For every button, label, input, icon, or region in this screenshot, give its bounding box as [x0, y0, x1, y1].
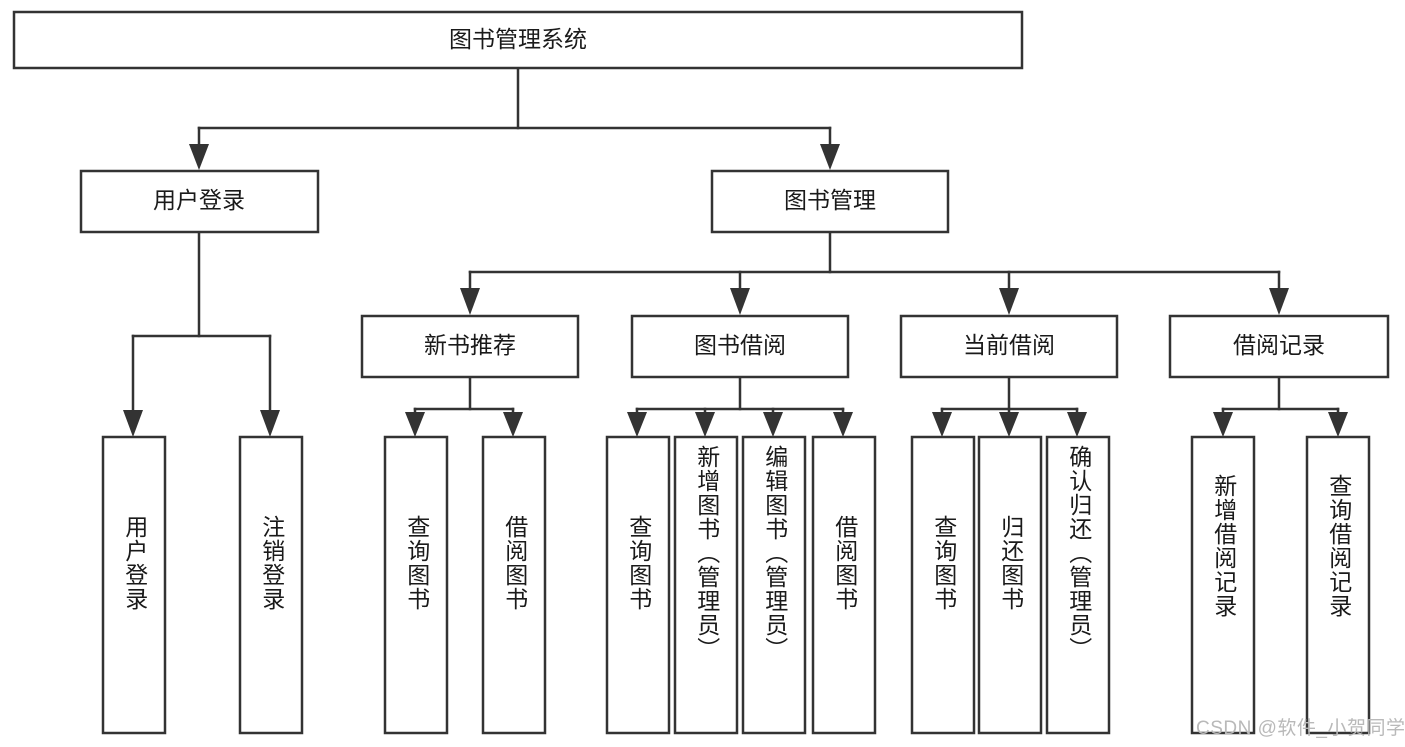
arrow-current-to-leaf1: [932, 412, 952, 437]
arrow-current-to-leaf3: [1067, 412, 1087, 437]
arrow-bookmgmt-to-record: [1269, 288, 1289, 315]
node-borrow-record-label: 借阅记录: [1233, 332, 1325, 358]
leaf-box-add-book-admin[interactable]: [673, 435, 739, 735]
leaf-box-query-book-2[interactable]: [605, 435, 671, 735]
arrow-userlogin-to-leaf1: [123, 410, 143, 437]
node-user-login[interactable]: 用户登录: [79, 169, 320, 234]
arrow-userlogin-to-leaf2: [260, 410, 280, 437]
arrow-borrow-to-leaf3: [763, 412, 783, 437]
arrow-borrow-to-leaf2: [695, 412, 715, 437]
arrow-bookmgmt-to-newbook: [460, 288, 480, 315]
arrow-bookmgmt-to-borrow: [730, 288, 750, 315]
arrow-newbook-to-leaf2: [503, 412, 523, 437]
leaf-box-borrow-book-1[interactable]: [481, 435, 547, 735]
leaf-boxes: [101, 435, 1371, 735]
leaf-box-query-book-1[interactable]: [383, 435, 449, 735]
node-new-book-recommend-label: 新书推荐: [424, 332, 516, 358]
leaf-box-logout[interactable]: [238, 435, 304, 735]
arrow-record-to-leaf2: [1328, 412, 1348, 437]
leaf-box-confirm-return[interactable]: [1045, 435, 1111, 735]
arrow-root-to-book-mgmt: [820, 144, 840, 170]
arrow-newbook-to-leaf1: [405, 412, 425, 437]
arrow-root-to-user-login: [189, 144, 209, 170]
leaf-box-query-borrow-rec[interactable]: [1305, 435, 1371, 735]
edges-root: [123, 66, 1348, 437]
arrow-borrow-to-leaf1: [627, 412, 647, 437]
node-book-borrow-label: 图书借阅: [694, 332, 786, 358]
node-borrow-record[interactable]: 借阅记录: [1168, 314, 1390, 379]
node-current-borrow-label: 当前借阅: [963, 332, 1055, 358]
arrow-borrow-to-leaf4: [833, 412, 853, 437]
leaf-box-add-borrow-rec[interactable]: [1190, 435, 1256, 735]
node-book-borrow[interactable]: 图书借阅: [630, 314, 850, 379]
node-book-management[interactable]: 图书管理: [710, 169, 950, 234]
node-current-borrow[interactable]: 当前借阅: [899, 314, 1119, 379]
csdn-watermark: CSDN @软件_小贺同学: [1196, 718, 1405, 739]
leaf-box-user-login[interactable]: [101, 435, 167, 735]
leaf-box-return-book[interactable]: [977, 435, 1043, 735]
leaf-box-borrow-book-2[interactable]: [811, 435, 877, 735]
node-root-system-label: 图书管理系统: [449, 26, 587, 52]
node-book-management-label: 图书管理: [784, 187, 876, 213]
node-new-book-recommend[interactable]: 新书推荐: [360, 314, 580, 379]
arrow-record-to-leaf1: [1213, 412, 1233, 437]
arrow-current-to-leaf2: [999, 412, 1019, 437]
leaf-box-edit-book-admin[interactable]: [741, 435, 807, 735]
arrow-bookmgmt-to-current: [999, 288, 1019, 315]
node-root-system[interactable]: 图书管理系统: [12, 10, 1024, 70]
node-user-login-label: 用户登录: [153, 187, 245, 213]
leaf-box-query-book-3[interactable]: [910, 435, 976, 735]
